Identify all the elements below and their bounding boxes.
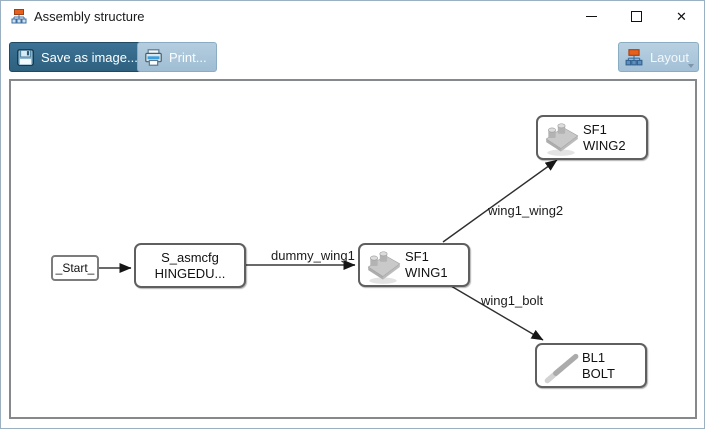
node-label: SF1 WING2 [583, 121, 626, 153]
minimize-button[interactable] [569, 1, 614, 31]
print-button[interactable]: Print... [137, 42, 217, 72]
edge-label: wing1_bolt [481, 293, 544, 308]
print-label: Print... [169, 49, 207, 65]
hinge-part-icon [542, 120, 582, 158]
hierarchy-icon [11, 8, 27, 24]
edge-label: dummy_wing1 [271, 248, 355, 263]
window-title: Assembly structure [34, 8, 145, 24]
title-bar: Assembly structure ✕ [1, 1, 704, 31]
node-wing1[interactable]: SF1 WING1 [358, 243, 470, 287]
hierarchy-icon [625, 48, 644, 67]
window-controls: ✕ [569, 1, 704, 31]
node-label: SF1 WING1 [405, 249, 448, 280]
caret-down-icon [688, 64, 694, 68]
maximize-icon [631, 10, 642, 22]
close-button[interactable]: ✕ [659, 1, 704, 31]
save-as-image-label: Save as image... [41, 49, 138, 65]
node-label: BL1 BOLT [582, 349, 615, 381]
hinge-part-icon [364, 248, 404, 286]
minimize-icon [586, 15, 597, 17]
node-label: _Start_ [55, 261, 95, 275]
node-hingedu[interactable]: S_asmcfg HINGEDU... [134, 243, 246, 288]
diagram-edges [97, 159, 558, 341]
toolbar: Save as image... Print... [1, 39, 704, 72]
save-as-image-button[interactable]: Save as image... [9, 42, 148, 72]
layout-button[interactable]: Layout [617, 42, 699, 72]
floppy-disk-icon [16, 48, 35, 67]
printer-icon [144, 48, 163, 67]
node-label: S_asmcfg HINGEDU... [154, 249, 226, 281]
node-start[interactable]: _Start_ [51, 255, 99, 281]
close-icon: ✕ [676, 8, 687, 24]
maximize-button[interactable] [614, 1, 659, 31]
diagram-canvas: dummy_wing1 wing1_wing2 wing1_bolt _Star… [9, 79, 697, 419]
node-bolt[interactable]: BL1 BOLT [535, 343, 647, 388]
bolt-part-icon [541, 348, 581, 386]
edge-label: wing1_wing2 [488, 203, 564, 218]
layout-label: Layout [649, 49, 689, 65]
node-wing2[interactable]: SF1 WING2 [536, 115, 648, 160]
